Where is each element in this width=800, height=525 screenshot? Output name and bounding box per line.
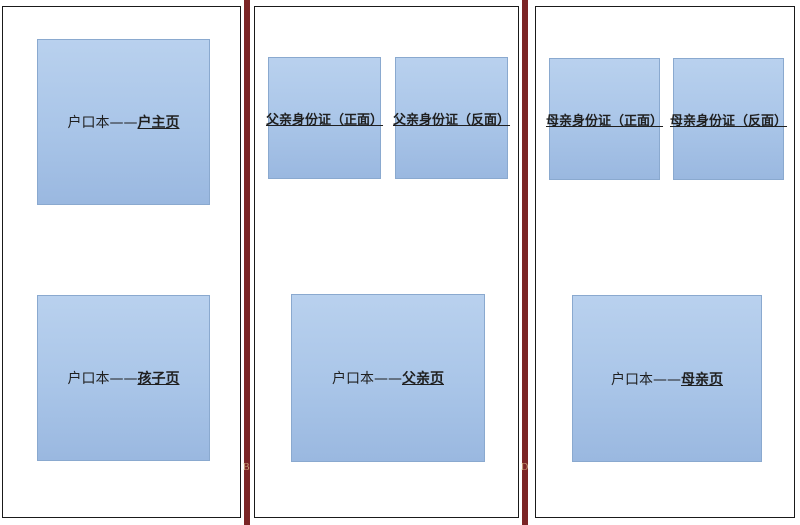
label-underlined: 母亲身份证（正面） [546, 113, 664, 129]
box-household-head-page: 户口本——户主页 [37, 39, 210, 205]
box-mother-id-front: 母亲身份证（正面） [546, 58, 664, 180]
box-father-page: 户口本——父亲页 [291, 294, 485, 462]
panel-divider-right [522, 0, 528, 525]
label-prefix: 户口本—— [332, 371, 402, 387]
label-underlined: 母亲页 [681, 371, 723, 388]
label-prefix: 户口本—— [611, 371, 681, 388]
panel-mother-documents: 母亲身份证（正面） 母亲身份证（反面） 户口本——母亲页 [535, 6, 795, 518]
box-father-id-back: 父亲身份证（反面） [393, 57, 511, 179]
edge-letter-d: D [521, 462, 529, 473]
label-underlined: 孩子页 [137, 371, 180, 387]
box-child-page: 户口本——孩子页 [37, 295, 210, 461]
label-underlined: 父亲身份证（反面） [393, 112, 511, 128]
label-underlined: 户主页 [137, 115, 180, 131]
panel-household-register: 户口本——户主页 户口本——孩子页 [2, 6, 241, 518]
panel-divider-left [244, 0, 250, 525]
box-father-id-front: 父亲身份证（正面） [266, 57, 384, 179]
label-prefix: 户口本—— [67, 371, 138, 387]
label-prefix: 户口本—— [67, 115, 138, 131]
label-underlined: 父亲页 [402, 371, 444, 387]
edge-letter-b: B [243, 462, 250, 473]
box-mother-id-back: 母亲身份证（反面） [670, 58, 788, 180]
box-mother-page: 户口本——母亲页 [572, 295, 762, 462]
panel-father-documents: 父亲身份证（正面） 父亲身份证（反面） 户口本——父亲页 [254, 6, 519, 518]
label-underlined: 父亲身份证（正面） [266, 112, 384, 128]
label-underlined: 母亲身份证（反面） [670, 113, 788, 129]
